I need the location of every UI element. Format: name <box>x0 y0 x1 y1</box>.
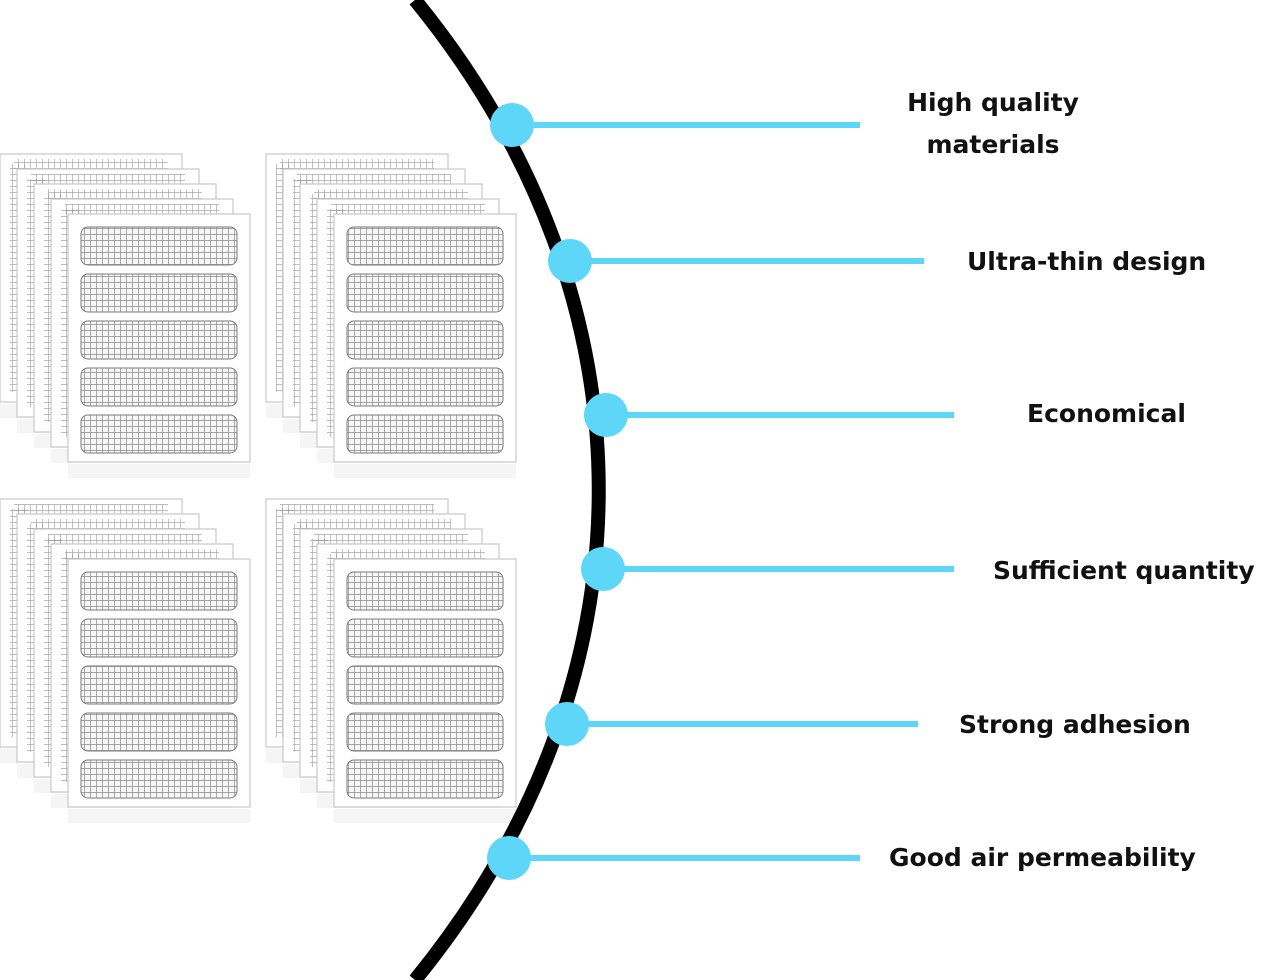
feature-ultra-thin-design: Ultra-thin design <box>967 249 1206 274</box>
timeline-arc <box>409 0 606 980</box>
feature-connector <box>545 702 918 746</box>
feature-label-line: Ultra-thin design <box>967 247 1207 276</box>
feature-label-line: High quality <box>907 88 1079 117</box>
feature-high-quality-materials: High quality materials <box>907 90 1079 157</box>
timeline-dot <box>581 547 625 591</box>
mesh-patch-strip <box>346 226 504 266</box>
patch-sheet-front <box>67 213 251 478</box>
feature-connector <box>487 836 860 880</box>
timeline-dot <box>584 393 628 437</box>
mesh-patch-strip <box>346 712 504 752</box>
mesh-patch-strip <box>80 712 238 752</box>
mesh-patch-strip <box>346 320 504 360</box>
mesh-patch-strip <box>346 618 504 658</box>
feature-label-line: materials <box>926 130 1060 159</box>
patch-sheet-front <box>333 213 517 478</box>
feature-connector <box>490 103 860 147</box>
patch-sheet-stack <box>265 498 517 823</box>
feature-good-air-permeability: Good air permeability <box>889 845 1196 870</box>
mesh-patch-strip <box>346 571 504 611</box>
feature-connector <box>581 547 954 591</box>
feature-strong-adhesion: Strong adhesion <box>959 712 1191 737</box>
feature-label-line: Sufficient quantity <box>993 556 1255 585</box>
timeline-dot <box>487 836 531 880</box>
patch-sheet-front <box>333 558 517 823</box>
product-stacks <box>0 153 517 823</box>
mesh-patch-strip <box>80 414 238 454</box>
feature-label-line: Economical <box>1027 399 1186 428</box>
mesh-patch-strip <box>80 367 238 407</box>
feature-economical: Economical <box>1027 401 1186 426</box>
feature-sufficient-quantity: Sufficient quantity <box>993 558 1255 583</box>
feature-connector <box>584 393 954 437</box>
timeline-dot <box>545 702 589 746</box>
mesh-patch-strip <box>346 367 504 407</box>
mesh-patch-strip <box>80 665 238 705</box>
feature-connector <box>548 239 924 283</box>
mesh-patch-strip <box>80 273 238 313</box>
mesh-patch-strip <box>80 226 238 266</box>
mesh-patch-strip <box>346 665 504 705</box>
mesh-patch-strip <box>346 273 504 313</box>
timeline-dot <box>548 239 592 283</box>
patch-sheet-front <box>67 558 251 823</box>
patch-sheet-stack <box>0 498 251 823</box>
mesh-patch-strip <box>80 320 238 360</box>
mesh-patch-strip <box>80 571 238 611</box>
mesh-patch-strip <box>346 414 504 454</box>
mesh-patch-strip <box>346 759 504 799</box>
feature-connectors <box>487 103 954 880</box>
feature-label-line: Good air permeability <box>889 843 1196 872</box>
mesh-patch-strip <box>80 618 238 658</box>
timeline-dot <box>490 103 534 147</box>
mesh-patch-strip <box>80 759 238 799</box>
patch-sheet-stack <box>265 153 517 478</box>
feature-label-line: Strong adhesion <box>959 710 1191 739</box>
patch-sheet-stack <box>0 153 251 478</box>
